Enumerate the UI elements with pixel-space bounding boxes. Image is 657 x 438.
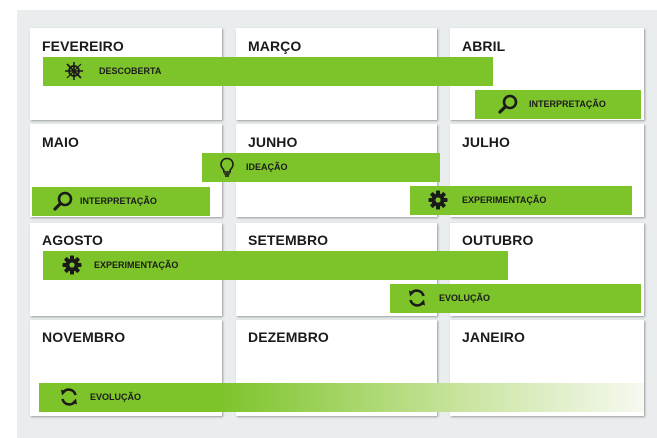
magnifier-icon [52,190,74,212]
month-label: DEZEMBRO [248,329,329,345]
phase-label: INTERPRETAÇÃO [80,196,157,206]
compass-icon [63,60,85,82]
phase-bar-experimentacao: EXPERIMENTAÇÃO [410,186,632,215]
phase-label: INTERPRETAÇÃO [529,99,606,109]
phase-label: EXPERIMENTAÇÃO [462,195,547,205]
calendar-grid: FEVEREIRO MARÇO ABRIL MAIO JUNHO JULHO A… [17,10,657,438]
phase-bar-evolucao: EVOLUÇÃO [39,383,644,412]
month-label: MAIO [42,134,79,150]
month-label: JULHO [462,134,510,150]
phase-bar-experimentacao: EXPERIMENTAÇÃO [43,251,508,280]
phase-bar-interpretacao: INTERPRETAÇÃO [475,90,641,119]
month-label: FEVEREIRO [42,38,124,54]
phase-label: DESCOBERTA [99,66,162,76]
phase-label: EVOLUÇÃO [90,392,142,402]
month-label: OUTUBRO [462,232,534,248]
phase-label: EVOLUÇÃO [439,293,491,303]
cycle-arrows-icon [406,287,428,309]
gear-icon [61,254,83,276]
month-label: MARÇO [248,38,302,54]
gear-icon [427,189,449,211]
phase-bar-ideacao: IDEAÇÃO [202,153,440,182]
phase-label: IDEAÇÃO [246,162,288,172]
month-label: JUNHO [248,134,298,150]
month-label: JANEIRO [462,329,525,345]
lightbulb-icon [216,156,238,178]
cycle-arrows-icon [58,386,80,408]
month-label: SETEMBRO [248,232,329,248]
month-label: ABRIL [462,38,506,54]
month-label: AGOSTO [42,232,104,248]
magnifier-icon [497,93,519,115]
phase-bar-descoberta: DESCOBERTA [43,57,493,86]
phase-bar-interpretacao: INTERPRETAÇÃO [32,187,210,216]
phase-label: EXPERIMENTAÇÃO [94,260,179,270]
phase-bar-evolucao: EVOLUÇÃO [390,284,641,313]
month-label: NOVEMBRO [42,329,126,345]
